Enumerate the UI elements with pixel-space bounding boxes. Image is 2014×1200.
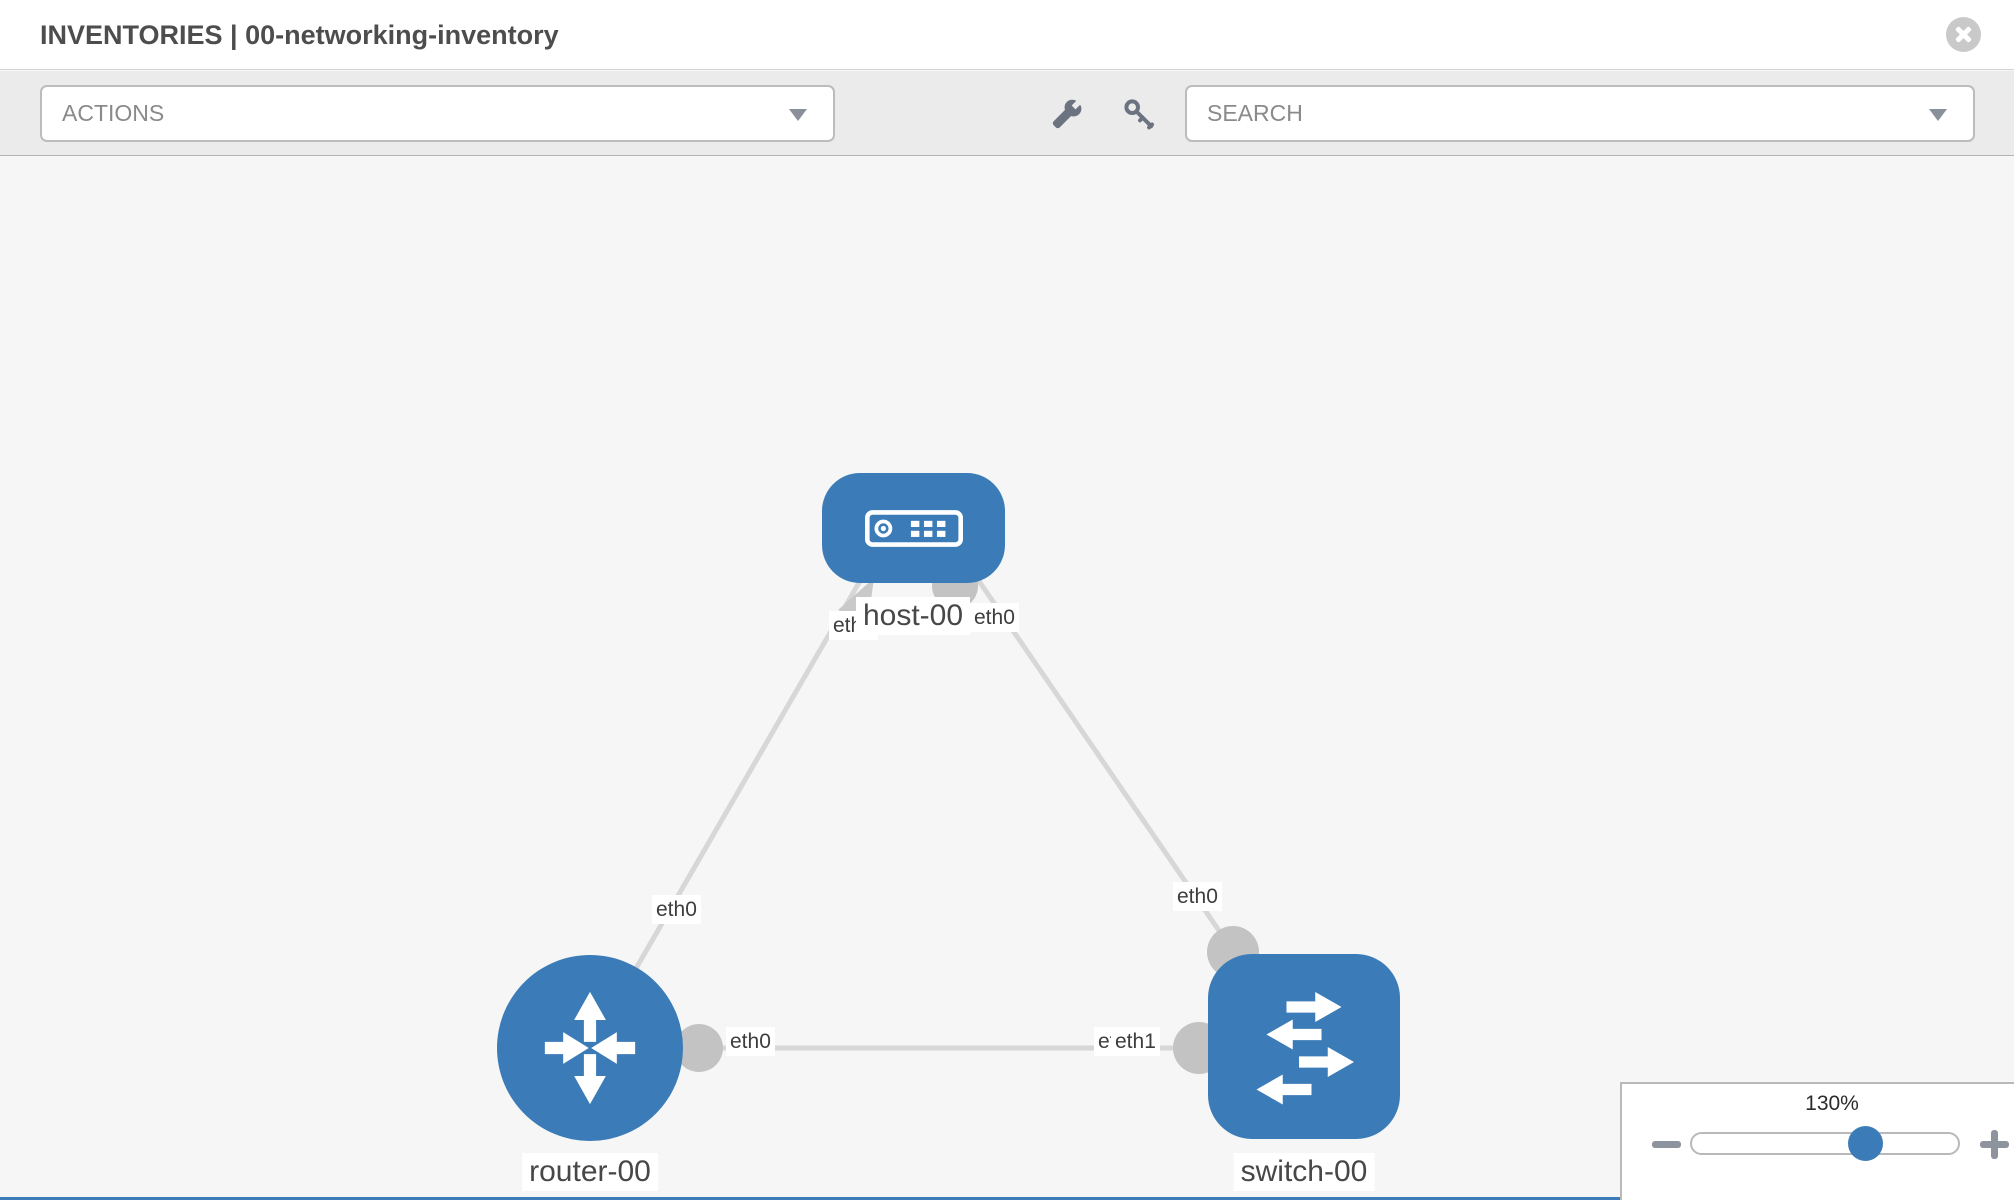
wrench-icon bbox=[1052, 99, 1082, 129]
header: INVENTORIES | 00-networking-inventory bbox=[0, 0, 2014, 70]
zoom-slider-thumb[interactable] bbox=[1848, 1126, 1883, 1161]
node-name-label: router-00 bbox=[522, 1153, 658, 1191]
bottom-accent-strip bbox=[0, 1197, 1620, 1200]
actions-dropdown[interactable]: ACTIONS bbox=[40, 85, 835, 142]
iface-label: eth0 bbox=[970, 603, 1019, 632]
zoom-out-button[interactable] bbox=[1652, 1141, 1681, 1148]
node-host-00[interactable] bbox=[822, 473, 1005, 583]
credentials-button[interactable] bbox=[1122, 97, 1156, 131]
actions-dropdown-label: ACTIONS bbox=[62, 100, 165, 126]
search-dropdown[interactable]: SEARCH bbox=[1185, 85, 1975, 142]
zoom-in-button[interactable] bbox=[1980, 1130, 2009, 1159]
chevron-down-icon bbox=[1929, 109, 1947, 121]
iface-label: eth0 bbox=[652, 895, 701, 924]
topology-links-layer bbox=[587, 534, 1259, 1074]
iface-label: eth1 bbox=[1111, 1027, 1160, 1056]
topology-canvas[interactable]: eth0 eth0 eth0 eth0 eth0 eth0 eth1 host-… bbox=[0, 156, 2014, 1200]
configure-button[interactable] bbox=[1050, 97, 1084, 131]
page-title: INVENTORIES | 00-networking-inventory bbox=[40, 20, 559, 50]
server-icon bbox=[864, 509, 963, 547]
node-name-label: switch-00 bbox=[1233, 1153, 1375, 1191]
key-icon bbox=[1124, 99, 1155, 130]
node-switch-00[interactable] bbox=[1208, 954, 1400, 1139]
node-name-label: host-00 bbox=[855, 597, 971, 635]
router-port-dot[interactable] bbox=[675, 1024, 723, 1072]
zoom-slider-track[interactable] bbox=[1690, 1132, 1960, 1155]
router-arrows-icon bbox=[544, 991, 636, 1105]
zoom-level-value: 130% bbox=[1805, 1092, 1859, 1115]
iface-label: eth0 bbox=[1173, 882, 1222, 911]
chevron-down-icon bbox=[789, 109, 807, 121]
search-placeholder: SEARCH bbox=[1207, 100, 1303, 126]
node-router-00[interactable] bbox=[497, 955, 683, 1141]
switch-arrows-icon bbox=[1256, 991, 1354, 1104]
toolbar: ACTIONS SEARCH bbox=[0, 71, 2014, 156]
iface-label: eth0 bbox=[726, 1027, 775, 1056]
close-button[interactable] bbox=[1946, 17, 1981, 52]
zoom-control-panel: 130% bbox=[1620, 1082, 2014, 1200]
